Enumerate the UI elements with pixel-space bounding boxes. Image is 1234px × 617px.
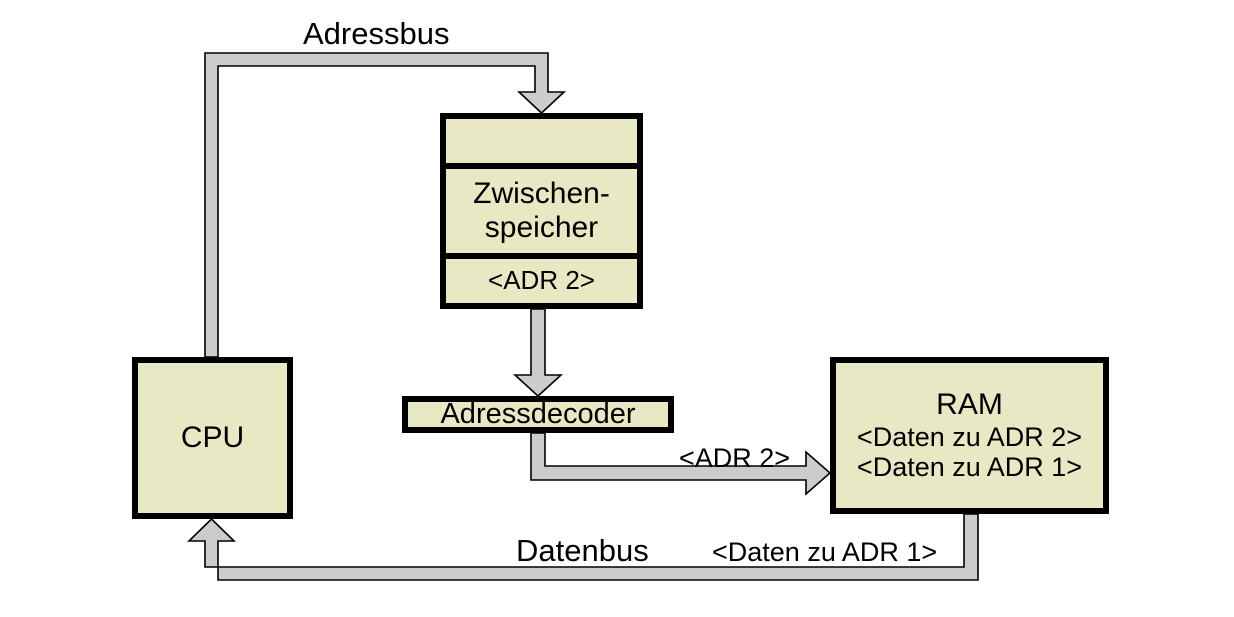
adressbus-label: Adressbus xyxy=(303,16,450,51)
zwischenspeicher-section-value: <ADR 2> xyxy=(446,253,637,303)
decoder-to-ram-label: <ADR 2> xyxy=(679,443,791,473)
datenbus-payload-label: <Daten zu ADR 1> xyxy=(712,537,938,567)
ram-content-line-2: <Daten zu ADR 1> xyxy=(856,452,1083,483)
node-cpu[interactable]: CPU xyxy=(132,357,293,519)
ram-title: RAM xyxy=(936,388,1003,422)
node-zwischenspeicher[interactable]: Zwischen- speicher <ADR 2> xyxy=(440,113,643,309)
node-adressdecoder[interactable]: Adressdecoder xyxy=(402,396,674,433)
node-ram[interactable]: RAM <Daten zu ADR 2> <Daten zu ADR 1> xyxy=(830,357,1109,514)
zwischenspeicher-section-top xyxy=(446,119,637,163)
zwischenspeicher-to-decoder-arrow xyxy=(512,308,564,398)
adressdecoder-label: Adressdecoder xyxy=(440,398,636,431)
zwischenspeicher-section-name: Zwischen- speicher xyxy=(446,163,637,253)
datenbus-connector xyxy=(187,513,979,581)
adressbus-connector xyxy=(204,52,567,358)
decoder-to-ram-arrow xyxy=(530,432,832,496)
datenbus-label: Datenbus xyxy=(516,533,649,568)
cpu-label: CPU xyxy=(180,421,245,455)
ram-content-line-1: <Daten zu ADR 2> xyxy=(856,422,1083,453)
